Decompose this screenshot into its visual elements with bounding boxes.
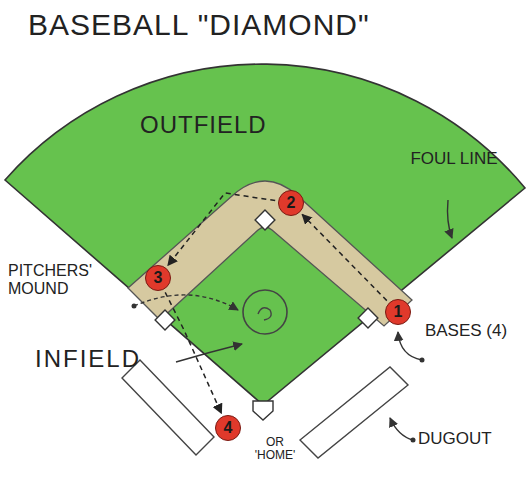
callout-number: 1 bbox=[394, 304, 403, 320]
callout-number: 2 bbox=[287, 195, 296, 211]
right-dugout bbox=[300, 367, 408, 458]
foul-line-leader bbox=[448, 200, 453, 238]
home-plate bbox=[253, 401, 273, 420]
base-number-circle: 3 bbox=[145, 265, 171, 291]
home-label: OR 'HOME' bbox=[246, 436, 304, 462]
mound-leader bbox=[134, 295, 238, 310]
second-base bbox=[255, 210, 275, 230]
base-number-circle: 1 bbox=[385, 299, 411, 325]
bases-leader-dot bbox=[420, 358, 425, 363]
callout-number: 3 bbox=[154, 270, 163, 286]
dugout-leader bbox=[390, 418, 413, 440]
basepath-arrow bbox=[165, 292, 221, 413]
infield-leader bbox=[176, 344, 242, 362]
field-grass bbox=[5, 64, 525, 405]
mound-leader-dot bbox=[132, 304, 137, 309]
pitchers-mound bbox=[243, 290, 287, 334]
callout-label: BASES (4) bbox=[424, 322, 508, 341]
base-number-circle: 4 bbox=[215, 415, 241, 441]
bases-leader bbox=[398, 332, 422, 360]
callout-label: DUGOUT bbox=[418, 430, 492, 449]
diagram-title: BASEBALL "DIAMOND" bbox=[28, 8, 370, 41]
first-base bbox=[358, 308, 378, 328]
region-label: OUTFIELD bbox=[140, 112, 267, 138]
dugout-leader-dot bbox=[411, 438, 416, 443]
left-dugout bbox=[122, 360, 214, 455]
callout-label: FOUL LINE bbox=[408, 150, 500, 169]
region-label: INFIELD bbox=[35, 346, 141, 372]
base-number-circle: 2 bbox=[278, 190, 304, 216]
basepath-arrow bbox=[168, 193, 275, 265]
third-base bbox=[155, 310, 175, 330]
callout-label: PITCHERS' MOUND bbox=[8, 262, 126, 297]
callout-number: 4 bbox=[224, 420, 233, 436]
mound-swirl bbox=[258, 308, 271, 320]
basepath-arrow bbox=[302, 214, 387, 300]
